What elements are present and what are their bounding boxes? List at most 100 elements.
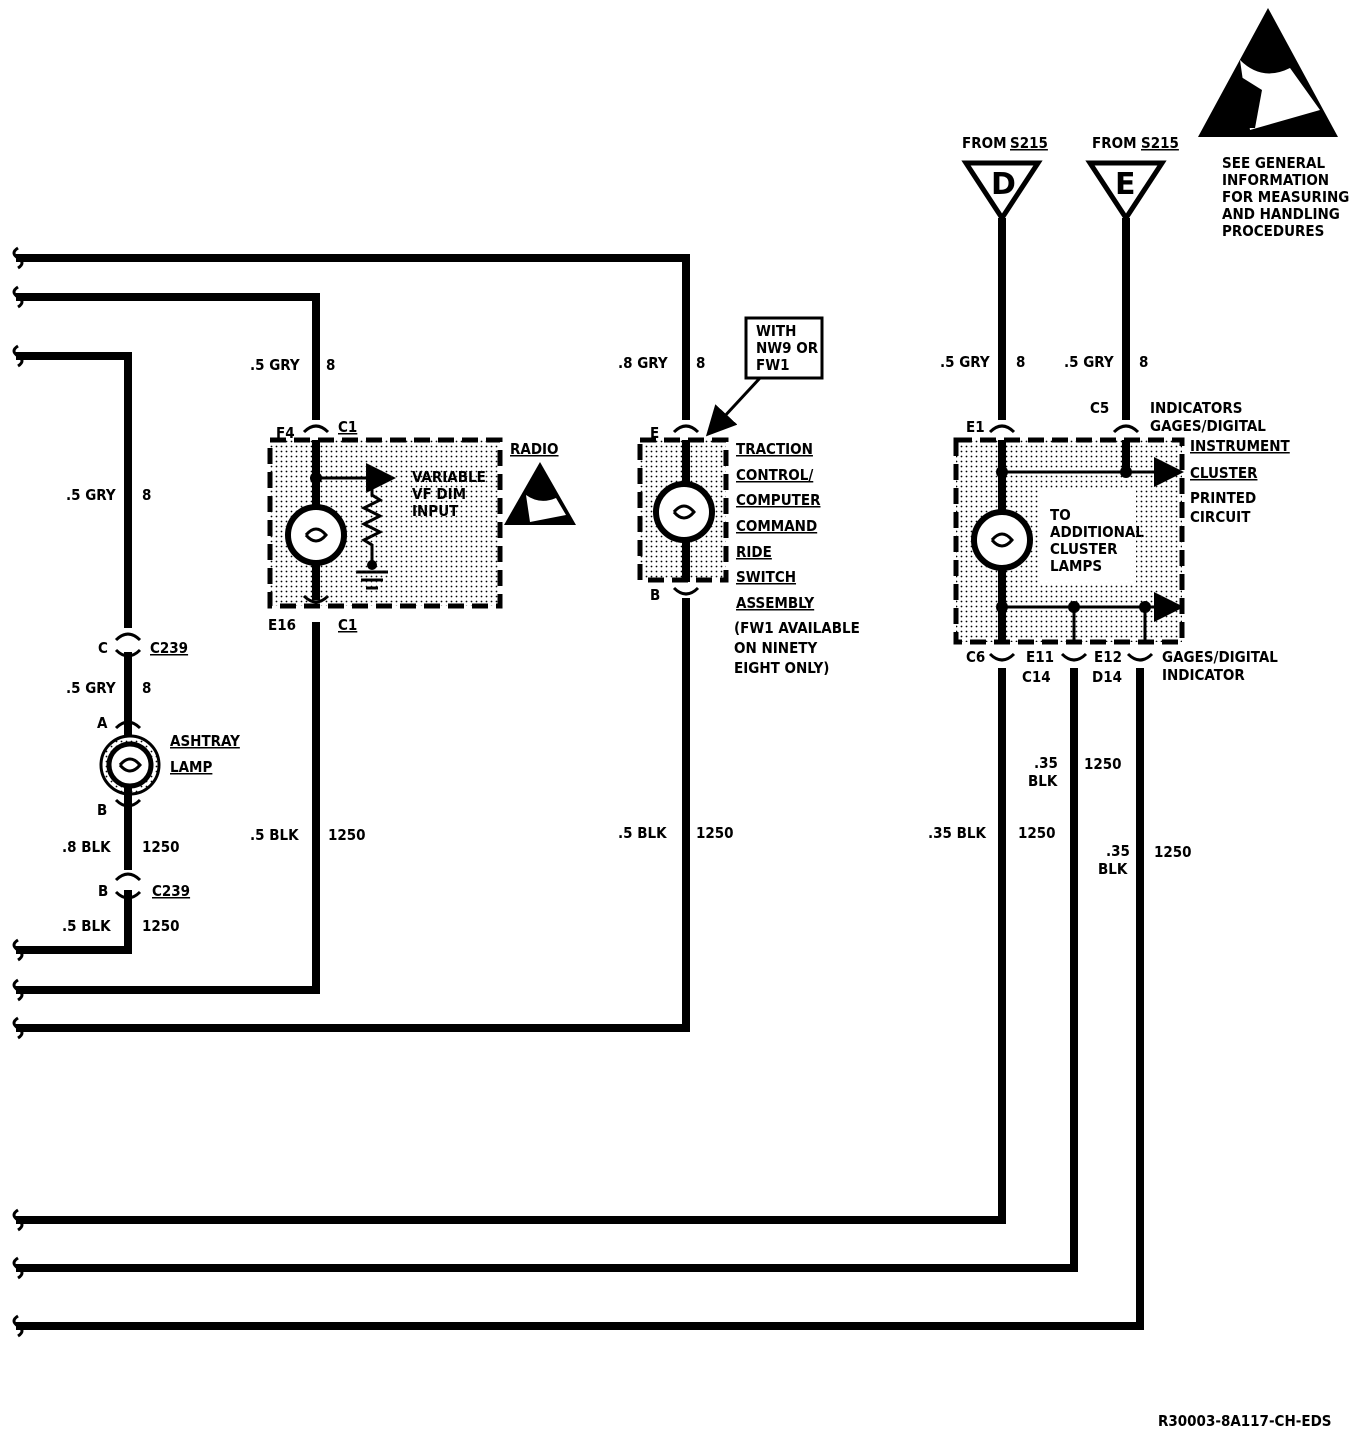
- svg-text:GAGES/DIGITAL: GAGES/DIGITAL: [1150, 417, 1266, 435]
- svg-text:AND HANDLING: AND HANDLING: [1222, 205, 1340, 223]
- svg-text:INDICATOR: INDICATOR: [1162, 666, 1245, 684]
- svg-text:E: E: [650, 424, 659, 442]
- svg-text:1250: 1250: [142, 917, 180, 935]
- svg-text:BLK: BLK: [1098, 860, 1128, 878]
- svg-text:INDICATORS: INDICATORS: [1150, 399, 1243, 417]
- svg-text:E11: E11: [1026, 648, 1054, 666]
- svg-text:PROCEDURES: PROCEDURES: [1222, 222, 1324, 240]
- svg-text:8: 8: [696, 354, 705, 372]
- svg-text:FROM: FROM: [1092, 134, 1137, 152]
- svg-text:.5 BLK: .5 BLK: [618, 824, 667, 842]
- radio-module: F4 C1 E16 C1 VARIABLE VF DIM INPUT RADIO: [267, 418, 576, 634]
- svg-text:COMPUTER: COMPUTER: [736, 491, 821, 509]
- svg-text:SWITCH: SWITCH: [736, 568, 796, 586]
- svg-text:INSTRUMENT: INSTRUMENT: [1190, 437, 1291, 455]
- svg-text:VF DIM: VF DIM: [412, 485, 466, 503]
- svg-text:GAGES/DIGITAL: GAGES/DIGITAL: [1162, 648, 1278, 666]
- svg-text:C5: C5: [1090, 399, 1109, 417]
- svg-text:VARIABLE: VARIABLE: [412, 468, 486, 486]
- svg-text:.5 GRY: .5 GRY: [66, 486, 116, 504]
- svg-text:1250: 1250: [1018, 824, 1056, 842]
- svg-text:8: 8: [1139, 353, 1148, 371]
- svg-text:CIRCUIT: CIRCUIT: [1190, 508, 1251, 526]
- svg-text:8: 8: [1016, 353, 1025, 371]
- svg-text:FOR MEASURING: FOR MEASURING: [1222, 188, 1349, 206]
- svg-text:CLUSTER: CLUSTER: [1050, 540, 1118, 558]
- svg-text:B: B: [650, 586, 660, 604]
- svg-text:.5 GRY: .5 GRY: [66, 679, 116, 697]
- svg-text:PRINTED: PRINTED: [1190, 489, 1256, 507]
- svg-text:.5 GRY: .5 GRY: [940, 353, 990, 371]
- svg-text:SEE GENERAL: SEE GENERAL: [1222, 154, 1326, 172]
- svg-text:E12: E12: [1094, 648, 1122, 666]
- svg-text:1250: 1250: [328, 826, 366, 844]
- document-id: R30003-8A117-CH-EDS: [1158, 1412, 1332, 1430]
- svg-text:E1: E1: [966, 418, 985, 436]
- svg-text:E16: E16: [268, 616, 296, 634]
- svg-text:FROM: FROM: [962, 134, 1007, 152]
- svg-text:.5 BLK: .5 BLK: [250, 826, 299, 844]
- bottom-harness-wires: [12, 598, 1144, 1338]
- svg-text:C1: C1: [338, 616, 357, 634]
- svg-text:(FW1 AVAILABLE: (FW1 AVAILABLE: [734, 619, 860, 637]
- svg-text:ON NINETY: ON NINETY: [734, 639, 817, 657]
- svg-text:FW1: FW1: [756, 356, 790, 374]
- svg-text:1250: 1250: [142, 838, 180, 856]
- terminal-d: FROM S215 D: [961, 134, 1048, 420]
- svg-text:ASHTRAY: ASHTRAY: [170, 732, 240, 750]
- svg-text:.5 BLK: .5 BLK: [62, 917, 111, 935]
- svg-text:CONTROL/: CONTROL/: [736, 466, 813, 484]
- svg-text:.35 BLK: .35 BLK: [928, 824, 986, 842]
- svg-text:LAMP: LAMP: [170, 758, 212, 776]
- svg-text:F4: F4: [276, 424, 295, 442]
- svg-text:COMMAND: COMMAND: [736, 517, 817, 535]
- svg-text:8: 8: [142, 486, 151, 504]
- svg-text:A: A: [97, 714, 108, 732]
- svg-text:C6: C6: [966, 648, 985, 666]
- esd-warning-icon: [1198, 8, 1338, 137]
- svg-text:RIDE: RIDE: [736, 543, 772, 561]
- svg-text:B: B: [98, 882, 108, 900]
- traction-control-switch: WITH NW9 OR FW1 E B TRACTION CONTROL/ CO…: [637, 316, 860, 677]
- terminal-e: FROM S215 E: [1085, 134, 1179, 420]
- svg-text:NW9 OR: NW9 OR: [756, 339, 819, 357]
- svg-text:S215: S215: [1141, 134, 1179, 152]
- svg-text:C239: C239: [152, 882, 190, 900]
- svg-text:INPUT: INPUT: [412, 502, 459, 520]
- top-harness-wires: [12, 246, 690, 628]
- svg-text:.35: .35: [1034, 754, 1058, 772]
- esd-note: SEE GENERAL INFORMATION FOR MEASURING AN…: [1222, 154, 1349, 240]
- svg-text:.35: .35: [1106, 842, 1130, 860]
- svg-text:TRACTION: TRACTION: [736, 440, 813, 458]
- svg-text:LAMPS: LAMPS: [1050, 557, 1102, 575]
- svg-text:S215: S215: [1010, 134, 1048, 152]
- svg-text:ASSEMBLY: ASSEMBLY: [736, 594, 814, 612]
- svg-text:C14: C14: [1022, 668, 1051, 686]
- svg-text:C1: C1: [338, 418, 357, 436]
- svg-text:CLUSTER: CLUSTER: [1190, 464, 1258, 482]
- svg-text:D: D: [991, 167, 1016, 202]
- svg-text:.8 BLK: .8 BLK: [62, 838, 111, 856]
- svg-text:8: 8: [326, 356, 335, 374]
- svg-text:.5 GRY: .5 GRY: [1064, 353, 1114, 371]
- svg-text:RADIO: RADIO: [510, 440, 559, 458]
- svg-text:BLK: BLK: [1028, 772, 1058, 790]
- svg-text:.8 GRY: .8 GRY: [618, 354, 668, 372]
- instrument-cluster: E1 C5 INDICATORS GAGES/DIGITAL INSTRUMEN…: [953, 399, 1291, 686]
- svg-text:WITH: WITH: [756, 322, 796, 340]
- esd-small-icon: [504, 462, 576, 525]
- svg-text:B: B: [97, 801, 107, 819]
- ashtray-lamp: C C239 A B ASHTRAY LAMP B C239: [97, 632, 240, 900]
- svg-text:1250: 1250: [1084, 755, 1122, 773]
- svg-text:TO: TO: [1050, 506, 1071, 524]
- svg-text:INFORMATION: INFORMATION: [1222, 171, 1329, 189]
- svg-text:.5 GRY: .5 GRY: [250, 356, 300, 374]
- svg-text:E: E: [1115, 167, 1136, 202]
- svg-text:EIGHT ONLY): EIGHT ONLY): [734, 659, 829, 677]
- wire-labels: .5 GRY 8 .5 GRY 8 .8 BLK 1250 .5 BLK 125…: [62, 353, 1192, 935]
- svg-text:1250: 1250: [696, 824, 734, 842]
- svg-text:8: 8: [142, 679, 151, 697]
- svg-text:C239: C239: [150, 639, 188, 657]
- svg-text:1250: 1250: [1154, 843, 1192, 861]
